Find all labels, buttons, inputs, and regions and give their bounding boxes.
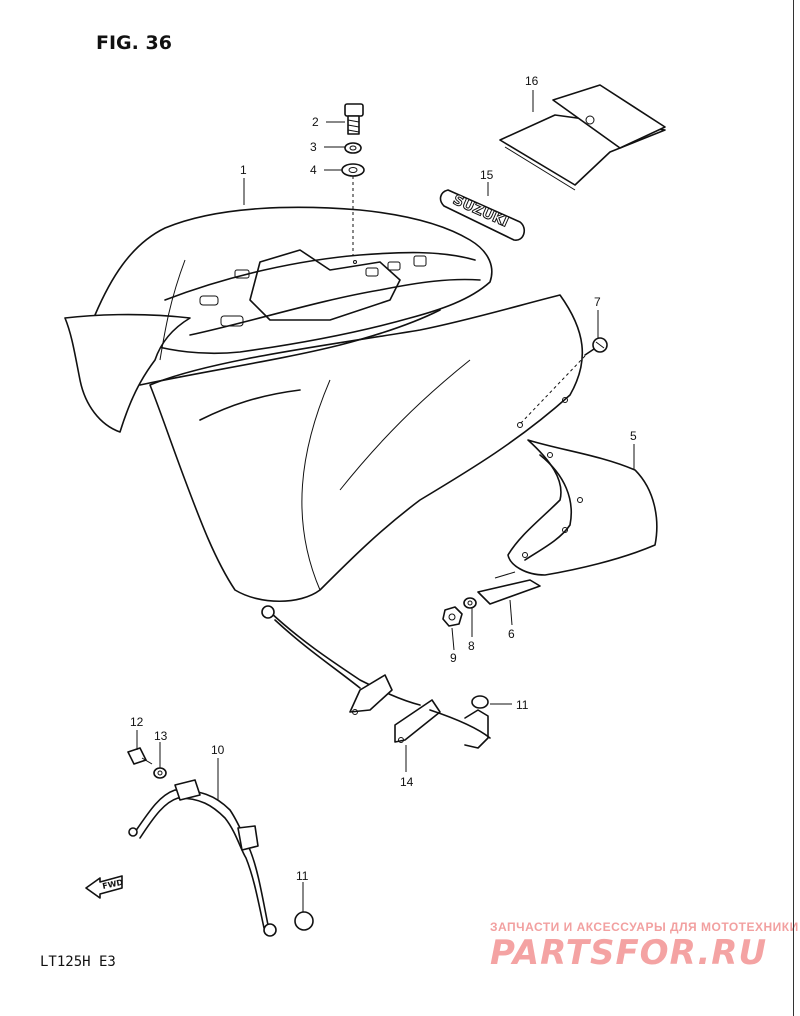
rubber-cap-lower-part[interactable] xyxy=(294,911,314,931)
callout-16: 16 xyxy=(525,74,539,88)
fwd-label: FWD xyxy=(102,878,125,891)
callout-12: 12 xyxy=(130,715,144,729)
bolt-part[interactable] xyxy=(344,103,364,135)
callout-14: 14 xyxy=(400,775,414,789)
fender-brace-part[interactable] xyxy=(261,605,491,749)
callout-5: 5 xyxy=(630,429,637,443)
rubber-cap-upper-part[interactable] xyxy=(471,695,489,709)
bracket-bolt-part[interactable] xyxy=(127,747,153,765)
callout-11-lower: 11 xyxy=(296,869,309,883)
leader-lines xyxy=(136,90,635,912)
mud-flap-part[interactable] xyxy=(507,439,658,576)
callout-9: 9 xyxy=(450,651,457,665)
callout-10: 10 xyxy=(211,743,225,757)
screw-part[interactable] xyxy=(584,337,608,356)
model-code: LT125H E3 xyxy=(40,954,116,970)
callout-3: 3 xyxy=(310,140,317,154)
tool-bag-part[interactable] xyxy=(499,84,666,191)
callout-2: 2 xyxy=(312,115,319,129)
callout-13: 13 xyxy=(154,729,168,743)
callout-numbers: 1 2 3 4 16 15 7 5 6 8 9 11 14 12 13 10 1… xyxy=(130,74,637,883)
fwd-arrow-icon: FWD xyxy=(85,875,125,899)
fender-bracket-part[interactable] xyxy=(128,779,277,937)
page-edge xyxy=(793,0,800,1016)
callout-4: 4 xyxy=(310,163,317,177)
washer-part[interactable] xyxy=(344,142,362,154)
flap-nut-part[interactable] xyxy=(442,606,463,627)
flap-washer-part[interactable] xyxy=(463,597,477,609)
callout-8: 8 xyxy=(468,639,475,653)
rear-fender-part[interactable] xyxy=(64,206,584,603)
figure-title: FIG. 36 xyxy=(96,32,172,54)
watermark-tagline: ЗАПЧАСТИ И АКСЕССУАРЫ ДЛЯ МОТОТЕХНИКИ xyxy=(490,920,799,934)
bracket-washer-part[interactable] xyxy=(153,767,167,779)
callout-6: 6 xyxy=(508,627,515,641)
callout-15: 15 xyxy=(480,168,494,182)
callout-7: 7 xyxy=(594,295,601,309)
callout-1: 1 xyxy=(240,163,247,177)
grommet-part[interactable] xyxy=(341,163,365,177)
callout-11-upper: 11 xyxy=(516,698,529,712)
flap-plate-part[interactable] xyxy=(477,571,541,605)
watermark-brand: PARTSFOR.RU xyxy=(490,933,768,973)
